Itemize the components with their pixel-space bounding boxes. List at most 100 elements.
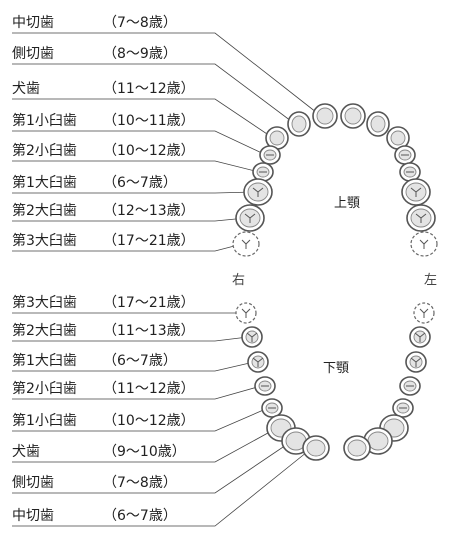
lower-tooth-name-2: 第2大臼歯 bbox=[12, 322, 77, 339]
lower-left-tooth-8 bbox=[343, 435, 371, 461]
lower-tooth-age-6: （9〜10歳） bbox=[103, 444, 186, 460]
lower-left-tooth-7 bbox=[363, 427, 393, 455]
upper-tooth-leader-5 bbox=[12, 160, 260, 173]
lower-tooth-age-5: （10〜12歳） bbox=[103, 413, 195, 429]
lower-right-tooth-5 bbox=[261, 398, 283, 418]
upper-right-tooth-2 bbox=[287, 111, 311, 137]
upper-right-tooth-3 bbox=[265, 126, 289, 150]
upper-tooth-age-8: （17〜21歳） bbox=[103, 233, 195, 249]
upper-left-tooth-8-fissure bbox=[419, 239, 429, 249]
upper-left-tooth-6 bbox=[401, 178, 431, 206]
lower-tooth-name-6: 犬歯 bbox=[12, 444, 40, 460]
upper-tooth-age-7: （12〜13歳） bbox=[103, 203, 195, 219]
lower-tooth-leader-7 bbox=[12, 440, 293, 494]
upper-right-tooth-1-crown bbox=[316, 107, 334, 125]
upper-tooth-name-4: 第1小臼歯 bbox=[12, 112, 77, 129]
upper-right-tooth-2-crown bbox=[291, 115, 307, 133]
upper-right-tooth-6-fissure bbox=[252, 187, 264, 197]
leader-lines bbox=[12, 32, 322, 527]
upper-left-tooth-8 bbox=[410, 231, 438, 257]
upper-right-tooth-1 bbox=[312, 103, 338, 129]
teeth-group bbox=[232, 103, 438, 461]
lower-tooth-leader-4 bbox=[12, 385, 262, 400]
lower-left-tooth-2-fissure bbox=[414, 332, 426, 342]
tooth-labels: 中切歯 （7〜8歳） 側切歯 （8〜9歳） 犬歯 （11〜12歳） 第1小臼歯 （10〜11歳… bbox=[12, 15, 195, 524]
right-side-label: 右 bbox=[232, 273, 245, 288]
lower-tooth-leader-6 bbox=[12, 427, 278, 463]
upper-right-tooth-6 bbox=[243, 178, 273, 206]
lower-right-tooth-8 bbox=[302, 435, 330, 461]
upper-right-tooth-5 bbox=[252, 162, 274, 182]
upper-left-tooth-1-crown bbox=[344, 107, 362, 125]
upper-tooth-name-3: 犬歯 bbox=[12, 81, 40, 97]
lower-left-tooth-5 bbox=[392, 398, 414, 418]
upper-tooth-age-6: （6〜7歳） bbox=[103, 175, 177, 191]
upper-tooth-leader-4 bbox=[12, 130, 267, 156]
lower-right-tooth-8-crown bbox=[306, 439, 326, 457]
lower-left-tooth-3-fissure bbox=[410, 357, 422, 367]
lower-right-tooth-4 bbox=[254, 376, 276, 396]
upper-tooth-name-6: 第1大臼歯 bbox=[12, 174, 77, 191]
upper-tooth-age-5: （10〜12歳） bbox=[103, 143, 195, 159]
upper-jaw-label: 上顎 bbox=[334, 196, 360, 211]
upper-tooth-name-8: 第3大臼歯 bbox=[12, 232, 77, 249]
upper-tooth-name-5: 第2小臼歯 bbox=[12, 142, 77, 159]
upper-left-tooth-3-crown bbox=[390, 130, 406, 146]
lower-right-tooth-2-fissure bbox=[246, 332, 258, 342]
lower-tooth-name-4: 第2小臼歯 bbox=[12, 380, 77, 397]
upper-right-tooth-7-fissure bbox=[244, 213, 256, 223]
upper-tooth-leader-2 bbox=[12, 63, 296, 125]
lower-tooth-age-4: （11〜12歳） bbox=[103, 381, 195, 397]
lower-tooth-age-3: （6〜7歳） bbox=[103, 353, 177, 369]
lower-tooth-leader-2 bbox=[12, 336, 249, 342]
upper-right-tooth-7 bbox=[235, 204, 265, 232]
upper-tooth-name-7: 第2大臼歯 bbox=[12, 202, 77, 219]
lower-tooth-name-3: 第1大臼歯 bbox=[12, 352, 77, 369]
lower-right-tooth-3 bbox=[247, 351, 269, 373]
lower-tooth-age-2: （11〜13歳） bbox=[103, 323, 195, 339]
upper-right-tooth-8 bbox=[232, 231, 260, 257]
lower-right-tooth-3-fissure bbox=[252, 357, 264, 367]
upper-left-tooth-7-fissure bbox=[415, 213, 427, 223]
upper-tooth-leader-3 bbox=[12, 98, 274, 139]
upper-left-tooth-3 bbox=[386, 126, 410, 150]
lower-right-tooth-1 bbox=[235, 302, 257, 324]
lower-tooth-age-8: （6〜7歳） bbox=[103, 508, 177, 524]
lower-right-tooth-2 bbox=[241, 326, 263, 348]
upper-tooth-age-4: （10〜11歳） bbox=[103, 113, 195, 129]
upper-tooth-age-3: （11〜12歳） bbox=[103, 81, 195, 97]
lower-left-tooth-4 bbox=[399, 376, 421, 396]
upper-right-tooth-4 bbox=[259, 145, 281, 165]
upper-right-tooth-8-fissure bbox=[241, 239, 251, 249]
lower-tooth-age-1: （17〜21歳） bbox=[103, 295, 195, 311]
lower-left-tooth-8-crown bbox=[347, 439, 367, 457]
lower-tooth-name-7: 側切歯 bbox=[12, 475, 54, 491]
lower-left-tooth-1 bbox=[413, 302, 435, 324]
upper-left-tooth-2 bbox=[366, 111, 390, 137]
lower-jaw-label: 下顎 bbox=[323, 361, 349, 376]
upper-tooth-leader-1 bbox=[12, 32, 322, 117]
lower-tooth-leader-3 bbox=[12, 361, 255, 372]
left-side-label: 左 bbox=[424, 273, 437, 288]
upper-tooth-age-2: （8〜9歳） bbox=[103, 46, 177, 62]
lower-tooth-age-7: （7〜8歳） bbox=[103, 475, 177, 491]
lower-left-tooth-3 bbox=[405, 351, 427, 373]
upper-left-tooth-7 bbox=[406, 204, 436, 232]
lower-tooth-leader-8 bbox=[12, 447, 313, 527]
upper-left-tooth-2-crown bbox=[370, 115, 386, 133]
lower-right-tooth-1-fissure bbox=[241, 308, 251, 318]
upper-tooth-age-1: （7〜8歳） bbox=[103, 15, 177, 31]
lower-left-tooth-7-crown bbox=[367, 431, 389, 451]
lower-tooth-name-1: 第3大臼歯 bbox=[12, 294, 77, 311]
lower-left-tooth-1-fissure bbox=[419, 308, 429, 318]
upper-left-tooth-4 bbox=[394, 145, 416, 165]
lower-tooth-name-8: 中切歯 bbox=[12, 508, 54, 524]
upper-tooth-name-1: 中切歯 bbox=[12, 15, 54, 31]
upper-left-tooth-1 bbox=[340, 103, 366, 129]
upper-right-tooth-3-crown bbox=[269, 130, 285, 146]
lower-left-tooth-2 bbox=[409, 326, 431, 348]
upper-tooth-name-2: 側切歯 bbox=[12, 46, 54, 62]
upper-tooth-leader-6 bbox=[12, 191, 255, 194]
